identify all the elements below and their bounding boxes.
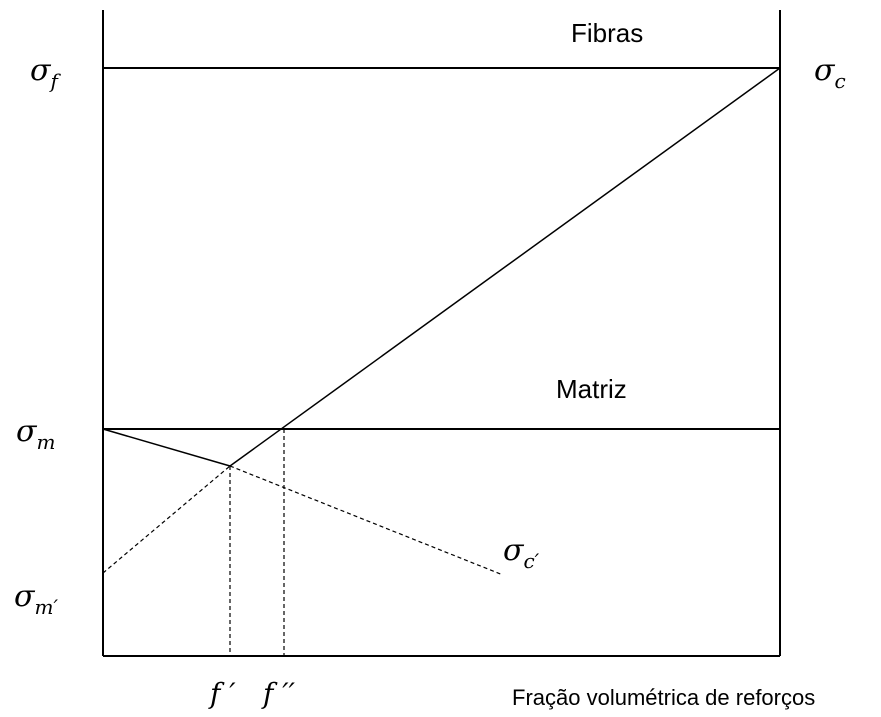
matrix-label: Matriz xyxy=(556,374,627,404)
sigma-m-prime-label: σm′ xyxy=(14,579,58,619)
matrix-failure-line xyxy=(102,428,231,467)
sigma-c-prime-label: σc′ xyxy=(503,533,540,573)
f-prime-label: f ′ xyxy=(208,677,236,710)
matrix-failure-extension-dashed xyxy=(229,465,504,576)
composite-strength-line xyxy=(229,67,781,467)
sigma-c-label: σc xyxy=(814,53,846,93)
composite-line-extension-dashed xyxy=(102,465,231,574)
fibers-label: Fibras xyxy=(571,18,643,48)
sigma-m-label: σm xyxy=(16,414,55,454)
x-axis-title: Fração volumétrica de reforços xyxy=(512,685,815,710)
f-double-prime-label: f ′′ xyxy=(261,677,296,710)
sigma-f-label: σf xyxy=(30,53,61,93)
